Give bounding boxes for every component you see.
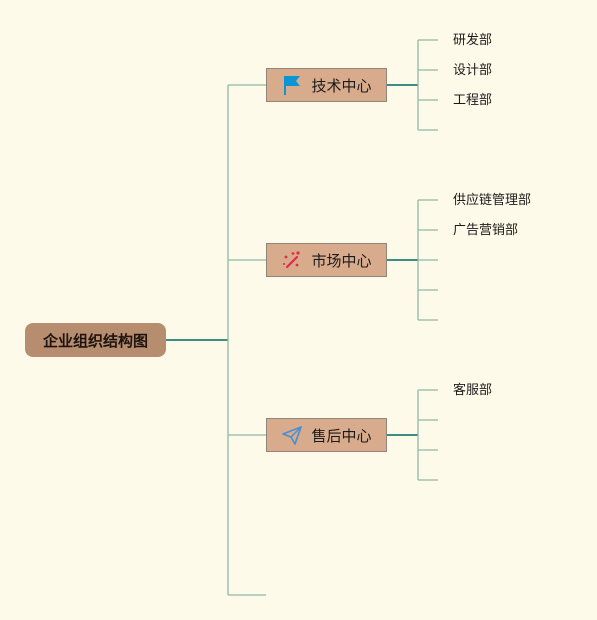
service-center-node[interactable]: 售后中心 — [266, 418, 387, 452]
paper-plane-icon — [281, 424, 303, 446]
root-node-label: 企业组织结构图 — [42, 331, 148, 350]
market-center-node[interactable]: 市场中心 — [266, 243, 387, 277]
market-center-label: 市场中心 — [311, 251, 372, 270]
department-label[interactable]: 设计部 — [453, 63, 493, 78]
department-label[interactable]: 研发部 — [453, 33, 493, 48]
flag-icon — [281, 74, 303, 96]
department-label[interactable]: 工程部 — [453, 93, 493, 108]
department-label[interactable]: 广告营销部 — [453, 223, 519, 238]
tech-center-node[interactable]: 技术中心 — [266, 68, 387, 102]
service-center-label: 售后中心 — [311, 426, 372, 445]
department-label[interactable]: 客服部 — [453, 383, 493, 398]
tech-center-label: 技术中心 — [311, 76, 372, 95]
department-label[interactable]: 供应链管理部 — [453, 193, 532, 208]
root-node[interactable]: 企业组织结构图 — [25, 323, 166, 357]
sparkle-wand-icon — [281, 249, 303, 271]
